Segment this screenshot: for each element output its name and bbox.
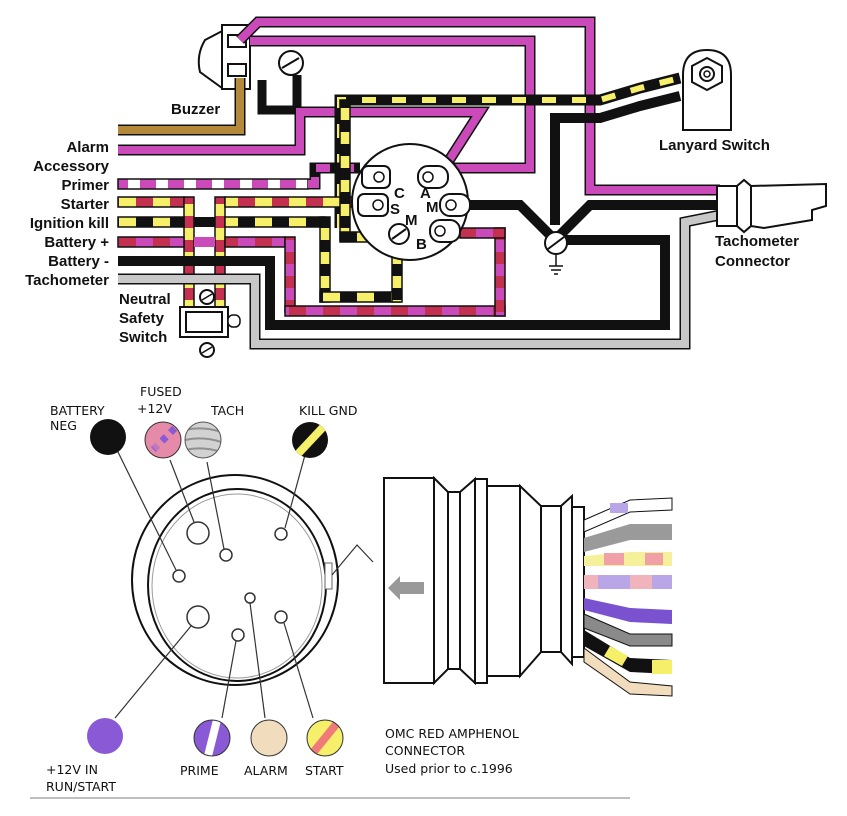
terminal-label-a: A [420,185,431,202]
pin-tach: TACH [184,403,244,459]
pin-label-battery-neg-2: NEG [50,418,77,433]
pin-label-alarm: ALARM [244,763,288,778]
tachometer-connector-label-1: Tachometer [715,233,799,250]
neutral-safety-switch-label-3: Switch [119,329,167,346]
terminal-m-right [439,193,471,217]
tach-color-dot [184,421,222,459]
bottom-connector-diagram: BATTERY NEG FUSED +12V TACH [30,384,673,799]
connector-face [131,474,339,686]
wire-bundle [583,497,673,697]
pin-label-prime: PRIME [180,763,219,778]
pin-battery-neg: BATTERY NEG [50,403,126,455]
terminal-label-s: S [390,201,400,218]
neutral-safety-switch-label-2: Safety [119,310,165,327]
pin-leader-lines [114,449,374,719]
terminal-b [429,219,461,243]
terminal-label-m-right: M [426,199,439,216]
wire-label-alarm: Alarm [66,139,109,156]
terminal-c [361,165,391,189]
wire-label-accessory: Accessory [33,158,110,175]
alarm-color-dot [250,719,288,757]
terminal-label-c: C [394,185,405,202]
neutral-safety-switch-label-1: Neutral [119,291,171,308]
pin-12v-run-start: +12V IN RUN/START [46,718,123,794]
terminal-a [417,165,449,189]
pin-prime: PRIME [180,719,231,778]
wire-label-battery-minus: Battery - [48,253,109,270]
neutral-safety-switch-icon [179,289,241,358]
top-wiring-diagram: C A S M M B [25,16,827,358]
caption-line-3: Used prior to c.1996 [385,761,513,776]
pin-label-fused-2: +12V [137,401,172,416]
pin-label-run-start-2: RUN/START [46,779,116,794]
lanyard-switch-label: Lanyard Switch [659,137,770,154]
pin-label-start: START [305,763,344,778]
terminal-s [357,193,389,217]
tachometer-connector-icon [716,178,827,234]
connector-side-view [383,475,585,686]
pin-label-fused-1: FUSED [140,384,182,399]
wire-label-ignition-kill: Ignition kill [30,215,109,232]
wire-label-primer: Primer [61,177,109,194]
pin-label-tach: TACH [210,403,244,418]
wire-label-starter: Starter [61,196,110,213]
caption-line-1: OMC RED AMPHENOL [385,726,519,741]
prime-color-dot [193,719,231,757]
buzzer-label: Buzzer [171,101,220,118]
ignition-switch-icon: C A S M M B [351,143,471,261]
pin-alarm: ALARM [244,719,288,778]
wire-label-tachometer: Tachometer [25,272,109,289]
lanyard-switch-icon [682,48,732,131]
insert-arrow-icon [388,576,424,600]
start-color-dot [306,719,344,757]
ground-screw-icon [544,231,568,275]
battery-neg-color-dot [90,419,126,455]
pin-label-kill-gnd: KILL GND [299,403,357,418]
tachometer-connector-label-2: Connector [715,253,790,270]
caption-line-2: CONNECTOR [385,743,465,758]
run-start-color-dot [87,718,123,754]
terminal-label-m: M [405,212,418,229]
pin-kill-gnd: KILL GND [292,403,357,458]
terminal-m-screw [388,223,410,245]
pin-start: START [305,719,344,778]
wire-label-battery-plus: Battery + [44,234,109,251]
pin-label-run-start-1: +12V IN [46,762,98,777]
pin-label-battery-neg-1: BATTERY [50,403,105,418]
fused-12v-color-dot [144,421,182,459]
wire-legend: Alarm Accessory Primer Starter Ignition … [25,139,110,289]
pin-fused-12v: FUSED +12V [137,384,182,459]
terminal-label-b: B [416,236,427,253]
